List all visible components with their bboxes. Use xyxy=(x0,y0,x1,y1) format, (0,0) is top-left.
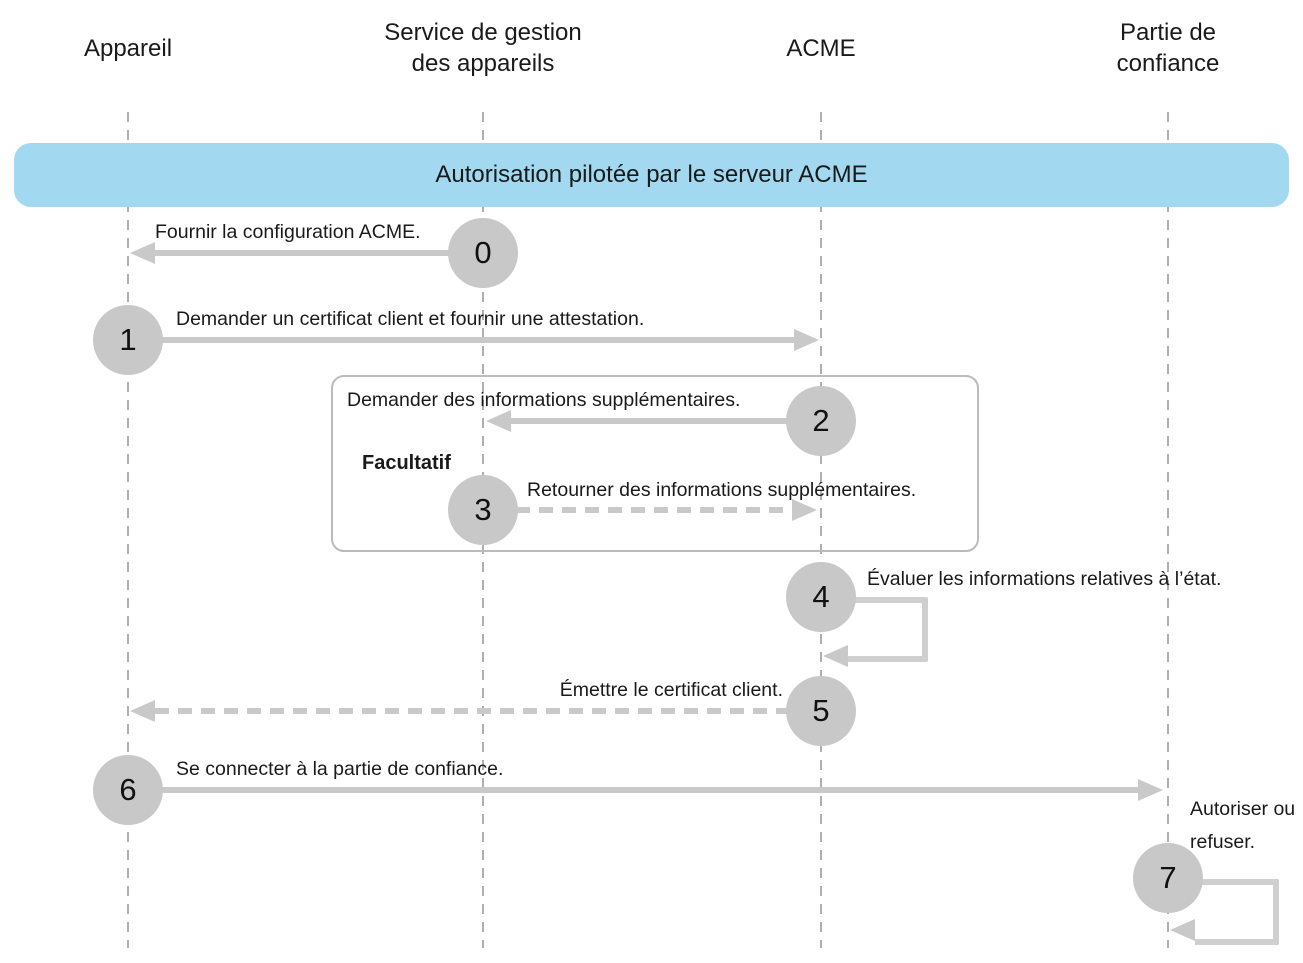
arrow-step2-head-icon xyxy=(486,410,511,432)
step-circle-5: 5 xyxy=(786,676,856,746)
message-step4: Évaluer les informations relatives à l’é… xyxy=(867,568,1222,590)
actor-label: Appareil xyxy=(83,34,173,62)
step-circle-7: 7 xyxy=(1133,843,1203,913)
arrow-step2-line xyxy=(510,418,787,424)
actor-service-gestion: Service de gestion des appareils xyxy=(384,10,581,86)
actor-appareil: Appareil xyxy=(84,10,172,86)
actor-label-line2: des appareils xyxy=(411,50,555,77)
actor-label: Service de gestion xyxy=(384,19,582,46)
lifeline-appareil xyxy=(127,112,129,948)
actor-partie-confiance: Partie de confiance xyxy=(1117,10,1220,86)
actor-label-line2: confiance xyxy=(1116,50,1220,77)
optional-group-label: Facultatif xyxy=(362,452,451,474)
self-loop-step4-head-icon xyxy=(823,645,848,667)
actor-label: ACME xyxy=(786,34,856,62)
message-step5: Émettre le certificat client. xyxy=(559,679,783,701)
actor-label: Partie de xyxy=(1119,19,1217,46)
message-step1: Demander un certificat client et fournir… xyxy=(176,308,645,330)
step-circle-2: 2 xyxy=(786,386,856,456)
message-step2: Demander des informations supplémentaire… xyxy=(347,389,741,411)
step-circle-6: 6 xyxy=(93,755,163,825)
arrow-step1-line xyxy=(161,337,795,343)
phase-banner-label: Autorisation pilotée par le serveur ACME xyxy=(435,161,868,188)
step-circle-1: 1 xyxy=(93,305,163,375)
step-circle-0: 0 xyxy=(448,218,518,288)
arrow-step5-head-icon xyxy=(130,700,155,722)
arrow-step3-line xyxy=(516,507,793,513)
arrow-step6-line xyxy=(161,787,1139,793)
self-loop-step7 xyxy=(1195,879,1279,945)
arrow-step3-head-icon xyxy=(792,499,817,521)
arrow-step0-line xyxy=(155,250,449,256)
message-step6: Se connecter à la partie de confiance. xyxy=(176,758,504,780)
optional-group-box xyxy=(331,375,979,552)
arrow-step6-head-icon xyxy=(1138,779,1163,801)
step-circle-4: 4 xyxy=(786,562,856,632)
phase-banner: Autorisation pilotée par le serveur ACME xyxy=(14,143,1289,207)
message-step7: Autoriser ou refuser. xyxy=(1190,798,1296,853)
arrow-step5-line xyxy=(155,708,787,714)
self-loop-step7-head-icon xyxy=(1170,919,1195,941)
message-step0: Fournir la configuration ACME. xyxy=(155,221,421,243)
self-loop-step4 xyxy=(840,597,928,662)
arrow-step1-head-icon xyxy=(794,329,819,351)
step-circle-3: 3 xyxy=(448,475,518,545)
message-step3: Retourner des informations supplémentair… xyxy=(527,479,917,501)
arrow-step0-head-icon xyxy=(130,242,155,264)
actor-acme: ACME xyxy=(786,10,855,86)
lifeline-acme xyxy=(820,112,822,948)
lifeline-partie-confiance xyxy=(1167,112,1169,948)
